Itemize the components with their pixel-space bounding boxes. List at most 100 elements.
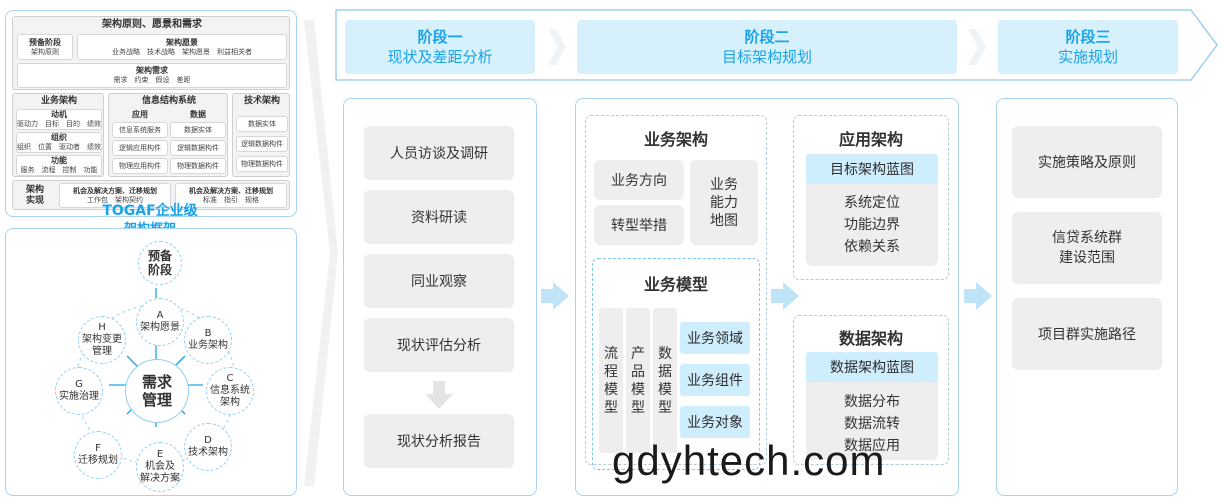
flow-arrow-tail [541,289,554,303]
inner-flow-arrow-tail [771,289,784,303]
s2-data-arch-title: 数据架构 [838,329,903,348]
impl-box-2-items: 标准 指引 规格 [203,196,259,204]
stage-1-name: 阶段一 [417,28,463,46]
adm-node-g: G 实施治理 [55,367,103,415]
adm-node-label: 信息系统 架构 [210,385,250,408]
s2-app-blueprint: 目标架构蓝图 [806,154,938,184]
s2-business-model-frame [592,258,760,470]
tech-arch-block: 技术架构 数据实体 逻辑数据构件 物理数据构件 [232,93,290,177]
down-arrow-icon [425,381,453,409]
adm-prep-label: 预备 阶段 [147,249,172,277]
adm-node-c: C 信息系统 架构 [206,367,254,415]
adm-node-label: 机会及 解决方案 [140,461,180,484]
adm-node-letter: H [98,322,106,333]
impl-box-1-items: 工作包 架构契约 [87,196,143,204]
s2-app-items-text: 系统定位 功能边界 依赖关系 [844,195,900,255]
info-data-item: 逻辑数据构件 [170,140,226,156]
stage-chevron-2 [968,29,986,65]
func-items: 服务 流程 控制 功能 [20,166,98,174]
stage-3-name: 阶段三 [1065,28,1111,46]
tech-arch-item: 物理数据构件 [236,156,288,172]
s2-business-arch-frame [585,115,767,465]
s2-business-capability: 业务 能力 地图 [690,160,758,245]
drive-box: 动机 驱动力 目标 目的 绩效 [16,109,102,130]
adm-node-letter: B [204,328,212,339]
arch-principles-block: 架构原则、愿景和需求 预备阶段 架构原则 架构愿景 业务战略 技术战略 架构愿景… [12,16,290,90]
s2-model-vertical: 流 程 模 型 [599,308,623,453]
adm-node-label: 架构愿景 [140,322,180,333]
s2-business-capability-text: 业务 能力 地图 [710,176,738,229]
info-app-item: 逻辑应用构件 [112,140,168,156]
stage-2-desc: 目标架构规划 [721,48,812,66]
s2-business-arch-title: 业务架构 [643,130,708,149]
s2-model-vertical: 产 品 模 型 [626,308,650,453]
adm-prep-node: 预备 阶段 [138,241,182,285]
adm-node-f: F 迁移规划 [74,431,122,479]
adm-node-b: B 业务架构 [184,316,232,364]
adm-node-letter: G [75,379,83,390]
stage-3-header: 阶段三 实施规划 [998,20,1178,74]
s2-business-direction: 业务方向 [594,160,684,200]
togaf-label-line1: TOGAF企业级 [102,203,198,219]
info-data-title: 数据 [190,110,206,119]
business-arch-title: 业务架构 [40,96,77,106]
adm-node-label: 实施治理 [59,391,99,402]
info-arch-title: 信息结构系统 [141,96,196,106]
drive-title: 动机 [51,110,67,119]
vision-items: 业务战略 技术战略 架构愿景 利益相关者 [112,47,252,56]
adm-node-d: D 技术架构 [184,423,232,471]
inner-flow-arrow-icon [783,282,799,310]
impl-box-2: 机会及解决方案、迁移规划 标准 指引 规格 [175,183,287,208]
s2-model-chip: 业务组件 [680,364,750,396]
stage-1-header: 阶段一 现状及差距分析 [345,20,535,74]
vision-box: 架构愿景 业务战略 技术战略 架构愿景 利益相关者 [77,34,287,60]
impl-title-text: 架构实现 [25,185,44,206]
drive-items: 驱动力 目标 目的 绩效 [17,120,101,128]
flow-arrow-icon-2 [976,282,992,310]
requirements-title: 架构需求 [136,66,168,75]
flow-arrow-tail-2 [964,289,977,303]
requirements-box: 架构需求 需求 约束 假设 差距 [17,63,287,88]
adm-node-label: 迁移规划 [78,455,118,466]
stage-3-item-text: 信贷系统群 建设范围 [1052,230,1122,266]
info-app-title: 应用 [132,110,148,119]
org-box: 组织 组织 位置 驱动者 绩效 [16,132,102,153]
adm-node-label: 技术架构 [188,447,228,458]
adm-node-letter: D [204,435,212,446]
stage-1-item: 现状评估分析 [364,318,514,372]
stage-1-item: 资料研读 [364,190,514,244]
s2-data-items-text: 数据分布 数据流转 数据应用 [844,394,900,454]
adm-node-letter: A [156,310,164,321]
s2-model-vertical: 数 据 模 型 [653,308,677,453]
tech-arch-title: 技术架构 [243,96,280,106]
stage-3-item: 实施策略及原则 [1012,126,1162,198]
stage-3-item: 项目群实施路径 [1012,298,1162,370]
adm-node-letter: F [95,443,101,454]
prep-phase-box: 预备阶段 架构原则 [17,34,73,60]
prep-phase-sub: 架构原则 [31,47,59,56]
watermark: gdyhtech.com [612,437,886,484]
stage-1-desc: 现状及差距分析 [387,48,493,66]
stage-1-item: 同业观察 [364,254,514,308]
info-data-item: 数据实体 [170,122,226,138]
adm-node-h: H 架构变更 管理 [78,316,126,364]
business-arch-block: 业务架构 动机 驱动力 目标 目的 绩效 组织 组织 位置 驱动者 绩效 功能 … [12,93,104,177]
impl-box-1: 机会及解决方案、迁移规划 工作包 架构契约 [59,183,171,208]
arch-principles-title: 架构原则、愿景和需求 [102,19,202,30]
vision-title: 架构愿景 [166,37,198,47]
org-items: 组织 位置 驱动者 绩效 [17,143,101,151]
s2-business-model-title: 业务模型 [643,275,708,294]
info-arch-block: 信息结构系统 应用 数据 信息系统服务 逻辑应用构件 物理应用构件 数据实体 逻… [108,93,228,177]
impl-box-2-title: 机会及解决方案、迁移规划 [189,187,273,195]
info-app-item: 信息系统服务 [112,122,168,138]
tech-arch-item: 逻辑数据构件 [236,136,288,152]
info-data-item: 物理数据构件 [170,158,226,174]
s2-business-transform: 转型举措 [594,205,684,245]
impl-block: 架构实现 机会及解决方案、迁移规划 工作包 架构契约 机会及解决方案、迁移规划 … [12,180,290,210]
s2-app-arch-frame [793,115,949,280]
s2-app-items: 系统定位 功能边界 依赖关系 [806,188,938,262]
adm-node-a: A 架构愿景 [136,298,184,346]
func-box: 功能 服务 流程 控制 功能 [16,155,102,176]
stage-3-item: 信贷系统群 建设范围 [1012,212,1162,284]
stage-2-name: 阶段二 [744,28,790,46]
